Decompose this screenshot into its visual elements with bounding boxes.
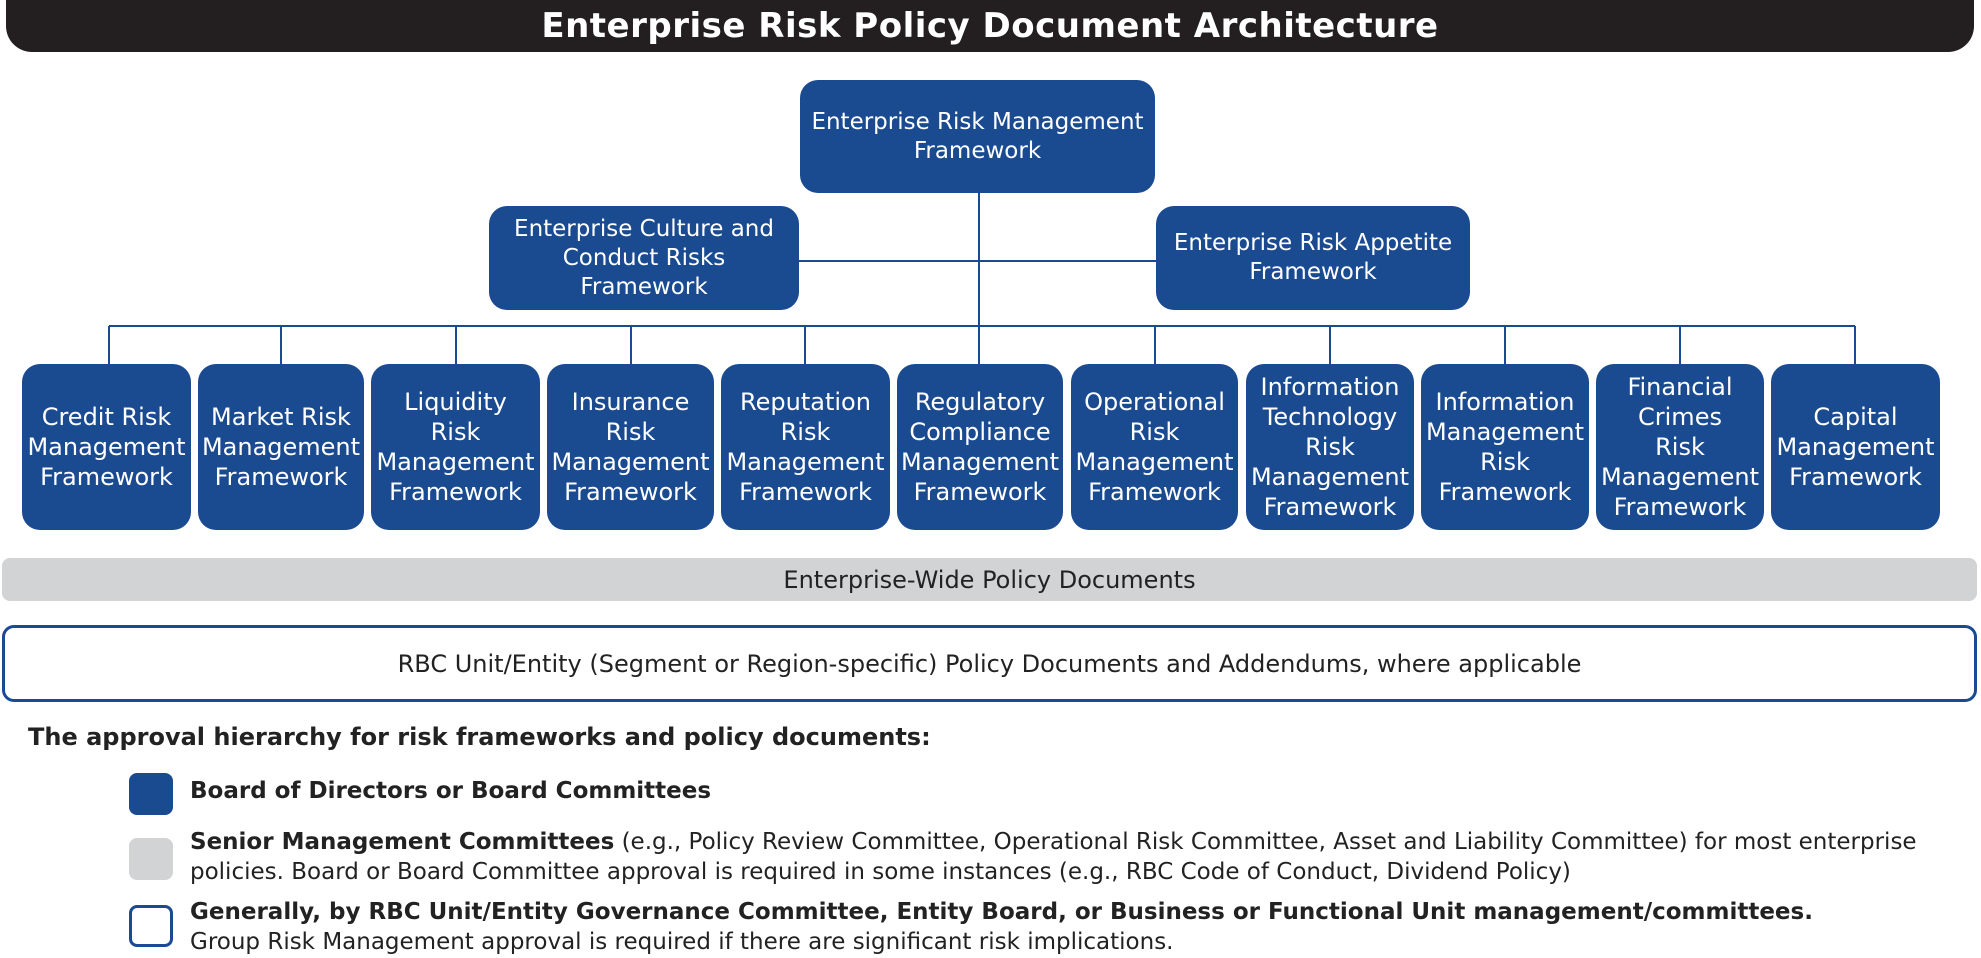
legend-senior-bold: Senior Management Committees — [190, 829, 615, 855]
enterprise-wide-policy-band: Enterprise-Wide Policy Documents — [2, 558, 1977, 601]
legend-unit-entity: Generally, by RBC Unit/Entity Governance… — [190, 897, 1950, 957]
box-label: Operational Risk Management Framework — [1075, 388, 1234, 506]
unit-entity-swatch — [129, 905, 173, 947]
box-label: Information Management Risk Framework — [1425, 388, 1585, 506]
box-label: Insurance Risk Management Framework — [551, 388, 710, 506]
framework-box-capital-management: Capital Management Framework — [1771, 364, 1940, 530]
legend-unit-rest: Group Risk Management approval is requir… — [190, 929, 1174, 955]
box-label: Reputation Risk Management Framework — [726, 388, 885, 506]
box-label: Liquidity Risk Management Framework — [376, 388, 535, 506]
framework-box-liquidity-risk: Liquidity Risk Management Framework — [371, 364, 540, 530]
framework-box-credit-risk: Credit Risk Management Framework — [22, 364, 191, 530]
enterprise-risk-management-framework-box: Enterprise Risk Management Framework — [800, 80, 1155, 193]
box-label: Regulatory Compliance Management Framewo… — [900, 388, 1060, 506]
framework-box-insurance-risk: Insurance Risk Management Framework — [547, 364, 714, 530]
legend-heading: The approval hierarchy for risk framewor… — [28, 723, 931, 751]
box-label: Information Technology Risk Management F… — [1250, 373, 1410, 521]
page-title: Enterprise Risk Policy Document Architec… — [6, 0, 1974, 52]
legend-board-label: Board of Directors or Board Committees — [190, 778, 712, 804]
risk-appetite-framework-box: Enterprise Risk Appetite Framework — [1156, 206, 1470, 310]
box-label: Enterprise Risk Appetite Framework — [1173, 230, 1453, 285]
legend-senior-management: Senior Management Committees (e.g., Poli… — [190, 827, 1950, 887]
culture-conduct-framework-box: Enterprise Culture and Conduct Risks Fra… — [489, 206, 799, 310]
board-swatch — [129, 773, 173, 815]
framework-box-information-technology-risk: Information Technology Risk Management F… — [1246, 364, 1414, 530]
band-label: RBC Unit/Entity (Segment or Region-speci… — [397, 649, 1582, 678]
framework-box-information-management-risk: Information Management Risk Framework — [1421, 364, 1589, 530]
box-label: Credit Risk Management Framework — [27, 403, 186, 491]
legend-unit-bold: Generally, by RBC Unit/Entity Governance… — [190, 899, 1813, 925]
senior-management-swatch — [129, 838, 173, 880]
framework-box-reputation-risk: Reputation Risk Management Framework — [721, 364, 890, 530]
box-label: Capital Management Framework — [1776, 403, 1935, 491]
legend-board: Board of Directors or Board Committees — [190, 776, 1950, 806]
framework-box-market-risk: Market Risk Management Framework — [198, 364, 364, 530]
framework-box-financial-crimes-risk: Financial Crimes Risk Management Framewo… — [1596, 364, 1764, 530]
unit-entity-policy-band: RBC Unit/Entity (Segment or Region-speci… — [2, 625, 1977, 702]
box-label: Financial Crimes Risk Management Framewo… — [1600, 373, 1760, 521]
band-label: Enterprise-Wide Policy Documents — [783, 565, 1196, 594]
box-label: Enterprise Risk Management Framework — [811, 108, 1144, 164]
framework-box-regulatory-compliance: Regulatory Compliance Management Framewo… — [897, 364, 1063, 530]
framework-box-operational-risk: Operational Risk Management Framework — [1071, 364, 1238, 530]
box-label: Market Risk Management Framework — [201, 403, 361, 491]
box-label: Enterprise Culture and Conduct Risks Fra… — [514, 215, 774, 300]
legend-senior-rest: (e.g., Policy Review Committee, Operatio… — [190, 829, 1917, 885]
